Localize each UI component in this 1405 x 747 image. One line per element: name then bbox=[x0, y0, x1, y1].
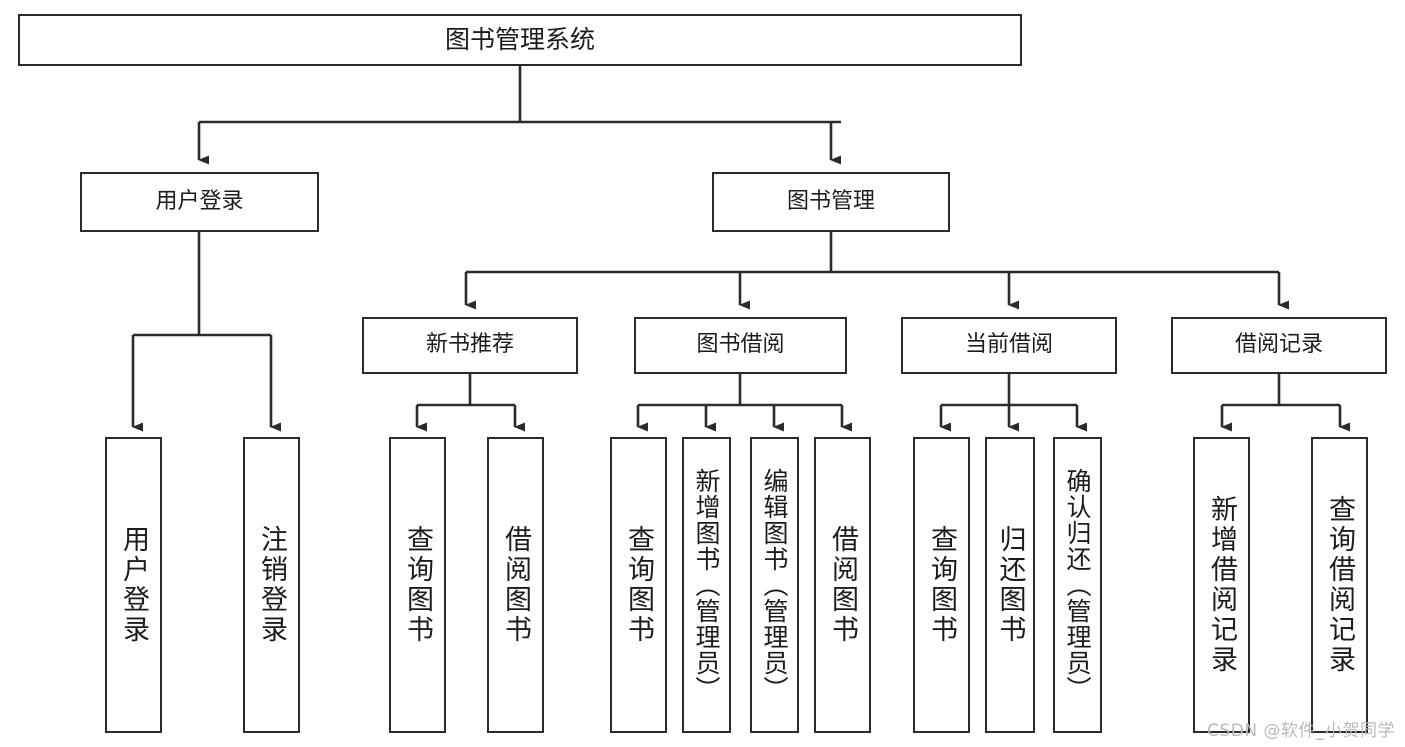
node-label: 新书推荐 bbox=[425, 332, 514, 358]
leaf-user-login[interactable]: 用户登录 bbox=[105, 437, 162, 733]
leaf-return-book[interactable]: 归还图书 bbox=[985, 437, 1035, 733]
leaf-borrow-book[interactable]: 借阅图书 bbox=[814, 437, 871, 733]
node-label: 用户登录 bbox=[118, 525, 149, 645]
leaf-logout[interactable]: 注销登录 bbox=[243, 437, 300, 733]
node-borrow-record[interactable]: 借阅记录 bbox=[1171, 317, 1387, 374]
node-label: 查询借阅记录 bbox=[1324, 495, 1355, 675]
leaf-confirm-return-admin[interactable]: 确认归还（管理员） bbox=[1053, 437, 1102, 733]
node-label: 新增图书（管理员） bbox=[692, 468, 721, 702]
node-label: 归还图书 bbox=[994, 525, 1026, 645]
node-current-borrow[interactable]: 当前借阅 bbox=[901, 317, 1117, 374]
watermark-text: CSDN @软件_小贺同学 bbox=[1207, 721, 1395, 741]
node-label: 图书借阅 bbox=[696, 332, 785, 358]
node-book-borrow[interactable]: 图书借阅 bbox=[634, 317, 847, 374]
leaf-query-borrow-record[interactable]: 查询借阅记录 bbox=[1311, 437, 1368, 733]
node-label: 借阅图书 bbox=[827, 525, 858, 645]
node-label: 新增借阅记录 bbox=[1206, 495, 1237, 675]
node-user-login[interactable]: 用户登录 bbox=[80, 172, 319, 232]
node-label: 借阅记录 bbox=[1234, 332, 1323, 358]
node-label: 当前借阅 bbox=[964, 332, 1053, 358]
node-label: 借阅图书 bbox=[500, 525, 531, 645]
node-root-book-management-system[interactable]: 图书管理系统 bbox=[18, 14, 1022, 66]
leaf-add-book-admin[interactable]: 新增图书（管理员） bbox=[682, 437, 731, 733]
leaf-edit-book-admin[interactable]: 编辑图书（管理员） bbox=[750, 437, 799, 733]
node-book-management[interactable]: 图书管理 bbox=[712, 172, 950, 232]
leaf-query-book-recommend[interactable]: 查询图书 bbox=[389, 437, 446, 733]
leaf-query-book-current[interactable]: 查询图书 bbox=[913, 437, 970, 733]
node-label: 注销登录 bbox=[256, 525, 287, 645]
node-new-book-recommend[interactable]: 新书推荐 bbox=[362, 317, 578, 374]
node-label: 图书管理 bbox=[786, 188, 875, 214]
node-label: 图书管理系统 bbox=[444, 25, 595, 54]
node-label: 编辑图书（管理员） bbox=[760, 468, 789, 702]
leaf-borrow-book-recommend[interactable]: 借阅图书 bbox=[487, 437, 544, 733]
node-label: 查询图书 bbox=[926, 525, 957, 645]
leaf-query-book-borrow[interactable]: 查询图书 bbox=[610, 437, 667, 733]
node-label: 确认归还（管理员） bbox=[1063, 468, 1092, 702]
node-label: 查询图书 bbox=[402, 525, 433, 645]
node-label: 查询图书 bbox=[623, 525, 654, 645]
leaf-add-borrow-record[interactable]: 新增借阅记录 bbox=[1193, 437, 1250, 733]
node-label: 用户登录 bbox=[155, 188, 244, 214]
